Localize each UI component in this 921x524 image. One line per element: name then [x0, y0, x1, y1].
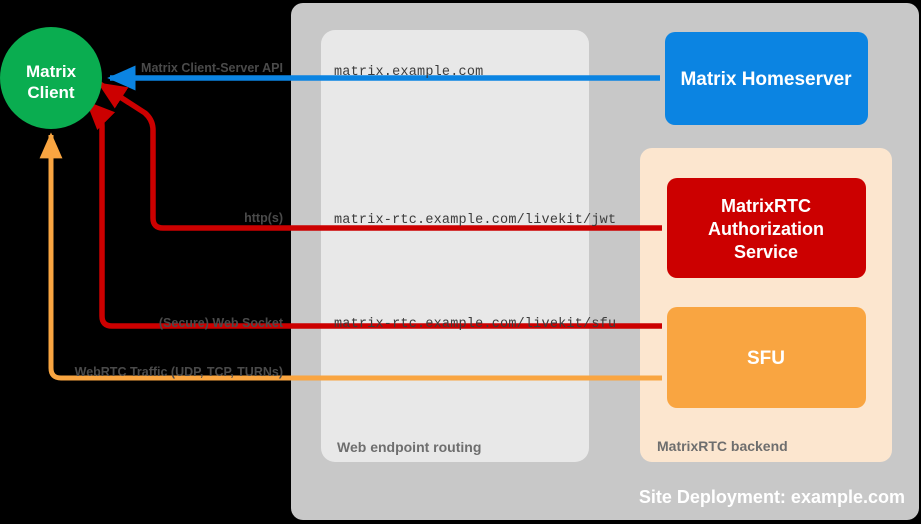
auth-service-label-line2: Authorization — [708, 219, 824, 239]
connection-jwt-auth — [97, 81, 662, 231]
matrix-homeserver-label: Matrix Homeserver — [680, 69, 852, 90]
endpoint-label-livekit-sfu: matrix-rtc.example.com/livekit/sfu — [334, 317, 616, 332]
connection-sfu-websocket — [85, 100, 662, 329]
endpoint-label-matrix-example-com: matrix.example.com — [334, 65, 483, 80]
sfu-label: SFU — [747, 348, 785, 369]
node-matrix-client[interactable]: Matrix Client — [0, 27, 102, 129]
web-endpoint-routing-container — [321, 30, 589, 462]
connection-webrtc-media — [39, 132, 662, 381]
auth-service-label-line3: Service — [734, 242, 798, 262]
node-sfu[interactable]: SFU — [667, 307, 866, 408]
endpoint-label-livekit-jwt: matrix-rtc.example.com/livekit/jwt — [334, 213, 616, 228]
node-matrix-homeserver[interactable]: Matrix Homeserver — [665, 32, 868, 125]
matrix-client-label-line2: Client — [27, 83, 75, 102]
site-deployment-label: Site Deployment: example.com — [639, 487, 905, 507]
matrixrtc-backend-label: MatrixRTC backend — [657, 438, 788, 454]
protocol-label-web-socket: (Secure) Web Socket — [159, 316, 284, 330]
auth-service-label-line1: MatrixRTC — [721, 196, 811, 216]
protocol-label-webrtc-traffic: WebRTC Traffic (UDP, TCP, TURNs) — [75, 365, 283, 379]
node-matrixrtc-authorization-service[interactable]: MatrixRTC Authorization Service — [667, 178, 866, 278]
matrix-client-label-line1: Matrix — [26, 62, 77, 81]
web-endpoint-routing-label: Web endpoint routing — [337, 439, 481, 455]
protocol-label-client-server-api: Matrix Client-Server API — [141, 61, 283, 75]
protocol-label-http: http(s) — [244, 211, 283, 225]
